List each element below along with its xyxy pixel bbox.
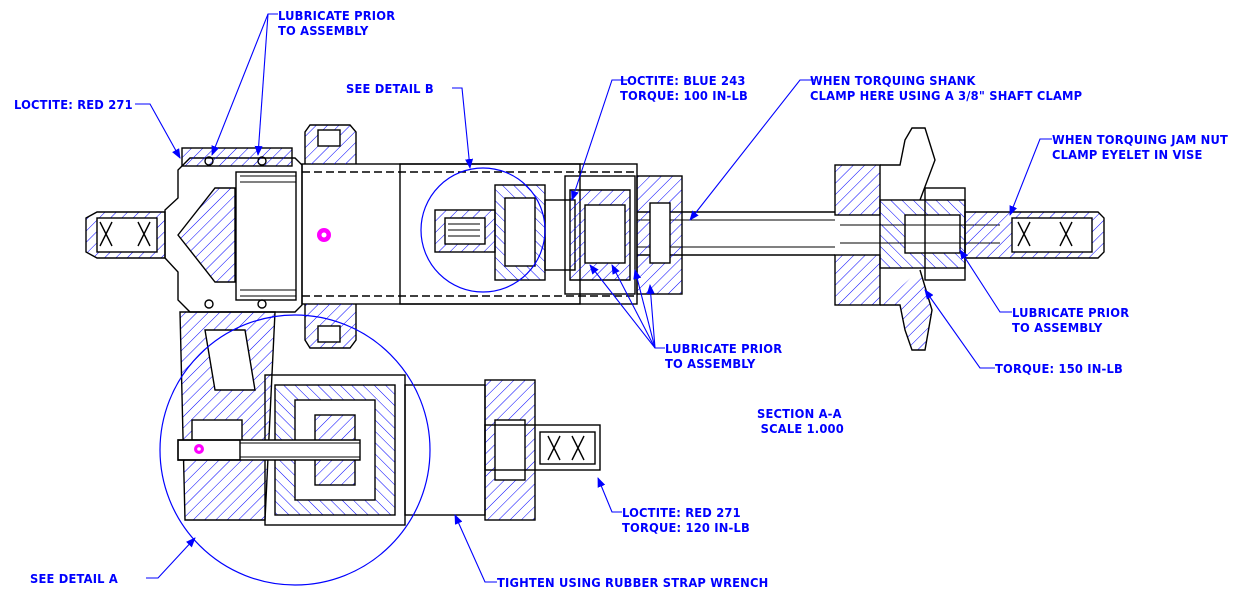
note-loctite-red-left: LOCTITE: RED 271	[14, 97, 133, 112]
detail-a-circle	[159, 314, 431, 586]
note-torque-150: TORQUE: 150 IN-LB	[995, 361, 1123, 376]
note-loctite-blue: LOCTITE: BLUE 243 TORQUE: 100 IN-LB	[620, 73, 748, 103]
note-lubricate-right: LUBRICATE PRIOR TO ASSEMBLY	[1012, 305, 1130, 335]
note-lubricate-middle: LUBRICATE PRIOR TO ASSEMBLY	[665, 341, 783, 371]
main-body	[85, 124, 1105, 351]
note-torquing-jam-nut: WHEN TORQUING JAM NUT CLAMP EYELET IN VI…	[1052, 132, 1229, 162]
note-strap-wrench: TIGHTEN USING RUBBER STRAP WRENCH	[497, 575, 769, 590]
note-see-detail-a: SEE DETAIL A	[30, 571, 118, 586]
left-head	[164, 157, 303, 313]
lower-cylinder	[404, 384, 486, 516]
right-clamp-block	[834, 164, 881, 216]
note-torquing-shank: WHEN TORQUING SHANK CLAMP HERE USING A 3…	[810, 73, 1083, 103]
note-see-detail-b: SEE DETAIL B	[346, 81, 434, 96]
detail-b-circle	[420, 167, 546, 293]
lower-assembly	[177, 311, 601, 526]
section-label: SECTION A-A SCALE 1.000	[757, 406, 844, 436]
note-loctite-red-bottom: LOCTITE: RED 271 TORQUE: 120 IN-LB	[622, 505, 750, 535]
leader-lines	[135, 13, 1052, 583]
note-lubricate-top: LUBRICATE PRIOR TO ASSEMBLY	[278, 8, 396, 38]
